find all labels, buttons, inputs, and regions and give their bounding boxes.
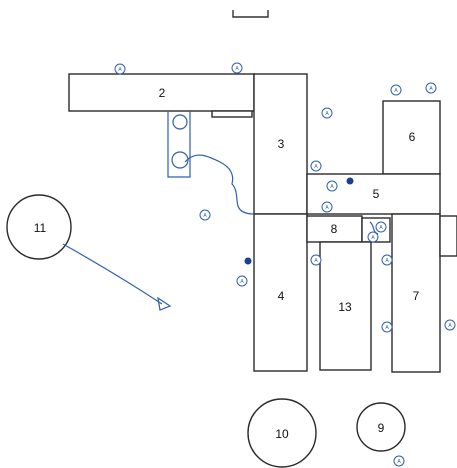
annotation-marker-letter: A [118, 67, 122, 73]
valve-ring-upper [172, 114, 188, 130]
label-4: 4 [278, 289, 285, 303]
annotation-marker-13 [381, 254, 393, 266]
annotation-marker-14 [236, 275, 248, 287]
building-8 [306, 215, 363, 243]
annotation-marker-letter: A [448, 323, 452, 329]
label-3: 3 [278, 137, 285, 151]
annotation-marker-letter: A [429, 86, 433, 92]
label-5: 5 [373, 187, 380, 201]
annotation-marker-12 [310, 254, 322, 266]
annotation-marker-letter: A [379, 225, 383, 231]
label-7: 7 [413, 289, 420, 303]
top-bracket [232, 10, 269, 18]
label-6: 6 [409, 130, 416, 144]
tank-11 [6, 194, 72, 260]
pipe-wiggle [184, 154, 255, 215]
leader-arrow-11 [157, 296, 172, 311]
annotation-marker-15 [381, 321, 393, 333]
annotation-marker-letter: A [240, 279, 244, 285]
label-13: 13 [338, 300, 352, 314]
annotation-marker-letter: A [314, 164, 318, 170]
building-7 [391, 213, 441, 373]
annotation-marker-letter: A [325, 111, 329, 117]
leader-line-11 [62, 243, 163, 305]
annotation-marker-17 [393, 455, 405, 467]
annotation-marker-letter: A [330, 184, 334, 190]
annotation-marker-16 [444, 319, 456, 331]
label-2: 2 [159, 86, 166, 100]
annotation-marker-letter: A [385, 258, 389, 264]
annotation-marker-11 [367, 231, 379, 243]
annotation-marker-letter: A [314, 258, 318, 264]
building-13 [319, 241, 372, 371]
pipe-outline [167, 111, 191, 178]
marker-dot-4 [244, 257, 252, 265]
annotation-marker-letter: A [394, 88, 398, 94]
annotation-marker-8 [321, 201, 333, 213]
label-9: 9 [378, 421, 385, 435]
valve-ring-lower [171, 151, 189, 169]
marker-dot-5 [346, 177, 354, 185]
annotation-marker-9 [199, 209, 211, 221]
tank-10 [247, 398, 317, 468]
annotation-marker-letter: A [235, 66, 239, 72]
annotation-marker-10 [375, 221, 387, 233]
building-4 [253, 213, 308, 372]
annotation-marker-3 [321, 107, 333, 119]
annotation-marker-2 [231, 62, 243, 74]
annotation-marker-letter: A [203, 213, 207, 219]
annotation-marker-5 [425, 82, 437, 94]
annotation-marker-letter: A [385, 325, 389, 331]
tank-9 [356, 402, 406, 452]
annotation-marker-letter: A [371, 235, 375, 241]
label-10: 10 [275, 427, 289, 441]
annotation-marker-6 [310, 160, 322, 172]
label-11: 11 [34, 221, 47, 235]
building-7-annex [439, 215, 457, 257]
annotation-marker-letter: A [325, 205, 329, 211]
annotation-marker-letter: A [397, 459, 401, 465]
building-3 [253, 73, 308, 215]
annotation-marker-4 [390, 84, 402, 96]
label-8: 8 [331, 222, 338, 236]
annotation-marker-1 [114, 63, 126, 75]
building-2-annex [211, 110, 253, 118]
building-2 [68, 73, 255, 112]
annotation-marker-7 [326, 180, 338, 192]
